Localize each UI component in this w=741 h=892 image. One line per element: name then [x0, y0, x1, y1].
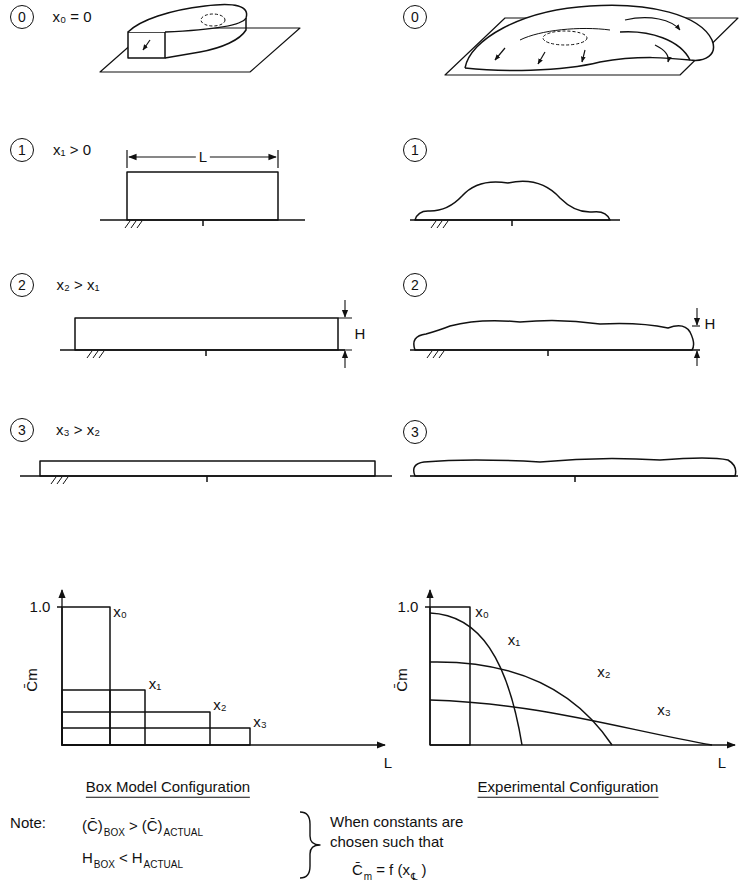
case-label: x₃ > x₂ [56, 422, 100, 439]
note-formula: (C̄) [142, 818, 163, 835]
case-label: x₂ > x₁ [57, 277, 100, 294]
curve-label: x₁ [508, 632, 521, 649]
curve-label: x₁ [149, 676, 162, 693]
step-number: 2 [411, 278, 419, 292]
step-number-circle: 1 [403, 138, 427, 162]
note-formula: H [82, 850, 93, 867]
chart-caption: Experimental Configuration [478, 779, 659, 798]
formula-line: (C̄)BOX>(C̄)ACTUAL [82, 818, 207, 835]
ground-line [410, 350, 700, 356]
note-formula: > [129, 818, 138, 835]
box-model-cloud [40, 461, 375, 476]
axis-tick: 1.0 [30, 599, 51, 616]
curve-label: x₃ [657, 702, 671, 719]
curve-label: x₃ [253, 714, 267, 731]
note-label: Note: [10, 815, 46, 832]
note-formula: ACTUAL [144, 859, 183, 870]
curve-label: x₀ [475, 604, 489, 621]
ground-line [100, 220, 305, 226]
note-formula: C̄ [352, 862, 363, 879]
axis-title: C̄m [394, 668, 411, 691]
step-number-circle: 3 [403, 420, 427, 444]
step-number: 0 [18, 10, 26, 24]
step-number: 1 [18, 143, 26, 157]
step-number: 2 [18, 278, 26, 292]
formula-line: C̄m = f (x℄) [352, 862, 430, 879]
step-number: 3 [411, 425, 419, 439]
axis-tick: 1.0 [398, 599, 419, 616]
dimension-label: H [355, 326, 366, 343]
ground-line [410, 476, 738, 482]
note-text: When constants are chosen such that [330, 812, 480, 853]
experimental-chart [425, 590, 735, 745]
case-label: x₀ = 0 [52, 9, 91, 26]
box-model-cloud [75, 318, 338, 350]
step-number-circle: 2 [403, 273, 427, 297]
note-formula: H [132, 850, 143, 867]
axis-title: C̄m [24, 668, 41, 691]
axis-title: L [384, 755, 392, 772]
note-formula: = f (x [376, 862, 410, 879]
step-number: 0 [411, 10, 419, 24]
note-formula: < [119, 850, 128, 867]
box-model-chart [57, 590, 385, 745]
curve-label: x₂ [597, 664, 610, 681]
experimental-cloud [415, 181, 610, 220]
step-number-circle: 3 [10, 418, 34, 442]
step-number-circle: 2 [10, 273, 34, 297]
chart-caption: Box Model Configuration [86, 779, 250, 798]
note-formula: BOX [104, 827, 125, 838]
axis-title: L [718, 755, 726, 772]
note-formula: ACTUAL [164, 827, 203, 838]
ground-line [20, 476, 392, 482]
formula-line: HBOX<HACTUAL [82, 850, 187, 867]
note-formula: ℄ [411, 871, 417, 882]
dimension-label: H [705, 316, 716, 333]
dimension-label: L [196, 149, 210, 166]
box-cloud-sketch [100, 5, 300, 73]
note-formula: (C̄) [82, 818, 103, 835]
curve-label: x₀ [113, 604, 127, 621]
spreading-cloud-sketch [445, 5, 738, 75]
brace [300, 812, 320, 878]
step-number-circle: 0 [10, 5, 34, 29]
note-formula: ) [421, 862, 426, 879]
step-number-circle: 0 [403, 5, 427, 29]
case-label: x₁ > 0 [53, 142, 91, 159]
curve-label: x₂ [213, 697, 226, 714]
note-formula: BOX [94, 859, 115, 870]
step-number: 3 [18, 423, 26, 437]
step-number-circle: 1 [10, 138, 34, 162]
note-formula: m [364, 871, 372, 882]
experimental-cloud [414, 458, 736, 476]
step-number: 1 [411, 143, 419, 157]
experimental-cloud [414, 320, 694, 350]
